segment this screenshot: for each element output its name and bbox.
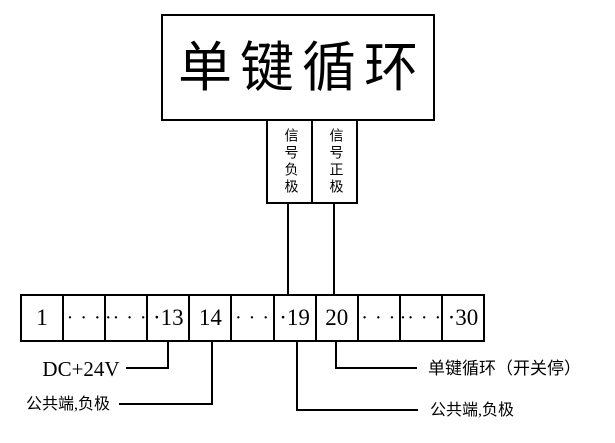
terminal-cell-19: ·19 — [272, 296, 315, 340]
wire-terminal19-vertical — [296, 341, 298, 411]
wire-terminal20-horizontal — [335, 367, 417, 369]
signal-terminal-boxes: 信号负极 信号正极 — [266, 119, 358, 204]
device-title-box: 单键循环 — [161, 14, 435, 121]
terminal-cell-dots-e: ·· · · — [398, 296, 441, 340]
signal-negative-label: 信号负极 — [282, 127, 298, 196]
terminal-cell-14: 14 — [188, 296, 230, 340]
signal-positive-label: 信号正极 — [327, 127, 343, 196]
terminal-cell-30: ·30 — [440, 296, 483, 340]
terminal-cell-dots-d: · · · — [356, 296, 399, 340]
wire-signal-positive — [333, 203, 335, 294]
wire-signal-negative — [287, 203, 289, 294]
terminal-cell-dots-a: · · · — [62, 296, 104, 340]
device-title: 单键循环 — [178, 37, 426, 98]
terminal-cell-dots-b: ·· · · — [104, 296, 146, 340]
wire-terminal13-horizontal — [126, 367, 169, 369]
signal-positive-box: 信号正极 — [311, 121, 356, 202]
terminal-strip: 1 · · · ·· · · ·13 14 · · · ·19 20 · · ·… — [20, 294, 485, 342]
wire-terminal14-horizontal — [119, 403, 213, 405]
wire-terminal20-vertical — [335, 341, 337, 369]
terminal-cell-20: 20 — [314, 296, 357, 340]
label-single-key-cycle: 单键循环（开关停） — [428, 359, 581, 378]
wire-terminal19-horizontal — [296, 409, 418, 411]
terminal-cell-13: ·13 — [146, 296, 188, 340]
label-common-negative-left: 公共端,负极 — [25, 396, 110, 413]
signal-negative-box: 信号负极 — [268, 121, 311, 202]
terminal-cell-dots-c: · · · — [230, 296, 272, 340]
wire-terminal14-vertical — [211, 341, 213, 405]
terminal-cell-1: 1 — [36, 305, 48, 330]
wire-terminal13-vertical — [167, 341, 169, 369]
label-dc24v: DC+24V — [42, 357, 120, 381]
label-common-negative-right: 公共端,负极 — [430, 402, 515, 419]
